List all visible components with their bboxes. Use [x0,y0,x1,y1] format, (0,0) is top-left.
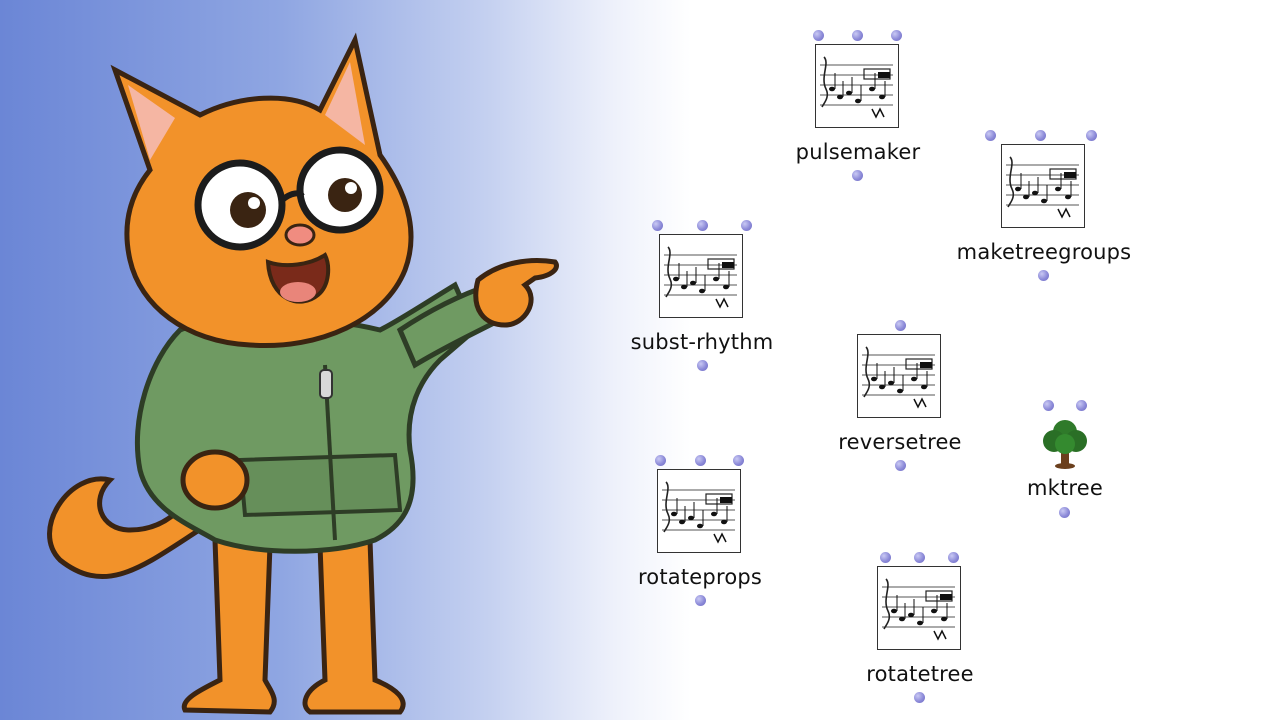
tree-icon [1040,416,1090,470]
outlet-1[interactable] [695,595,706,606]
inlet-1[interactable] [880,552,891,563]
outlet-1[interactable] [1038,270,1049,281]
patch-box-reversetree[interactable]: reversetree [830,320,970,480]
inlet-2[interactable] [852,30,863,41]
inlet-2[interactable] [1035,130,1046,141]
cat-tail [47,473,219,579]
patch-box-label: mktree [1026,476,1104,500]
inlet-1[interactable] [1043,400,1054,411]
patch-box-label: maketreegroups [956,240,1132,264]
cat-left-leg [181,537,277,715]
inlet-1[interactable] [813,30,824,41]
outlet-1[interactable] [1059,507,1070,518]
patch-box-label: pulsemaker [795,140,921,164]
patch-box-maketreegroups[interactable]: maketreegroups [957,130,1131,290]
patch-box-label: rotatetree [866,662,974,686]
inlet-1[interactable] [655,455,666,466]
score-icon [659,234,743,318]
outlet-1[interactable] [914,692,925,703]
inlet-3[interactable] [891,30,902,41]
cat-right-leg [302,537,406,715]
patch-box-rotateprops[interactable]: rotateprops [630,455,770,615]
inlet-3[interactable] [741,220,752,231]
score-icon [1001,144,1085,228]
score-icon [657,469,741,553]
outlet-1[interactable] [697,360,708,371]
score-icon [877,566,961,650]
inlet-3[interactable] [1086,130,1097,141]
cat-left-paw [180,449,250,511]
patch-box-pulsemaker[interactable]: pulsemaker [788,30,928,190]
inlet-2[interactable] [1076,400,1087,411]
patch-box-label: subst-rhythm [630,330,774,354]
patch-box-label: reversetree [838,430,962,454]
outlet-1[interactable] [852,170,863,181]
cat-hoodie-pocket [237,452,403,518]
inlet-2[interactable] [695,455,706,466]
cat-mascot-illustration [47,32,559,715]
inlet-3[interactable] [733,455,744,466]
inlet-2[interactable] [697,220,708,231]
inlet-2[interactable] [914,552,925,563]
score-icon [857,334,941,418]
patch-box-mktree[interactable]: mktree [995,400,1135,560]
patch-box-label: rotateprops [637,565,763,589]
inlet-1[interactable] [985,130,996,141]
score-icon [815,44,899,128]
inlet-1[interactable] [652,220,663,231]
inlet-1[interactable] [895,320,906,331]
patch-box-rotatetree[interactable]: rotatetree [850,552,990,712]
cat-pointing-paw [473,258,559,328]
inlet-3[interactable] [948,552,959,563]
patch-box-subst-rhythm[interactable]: subst-rhythm [631,220,773,380]
outlet-1[interactable] [895,460,906,471]
